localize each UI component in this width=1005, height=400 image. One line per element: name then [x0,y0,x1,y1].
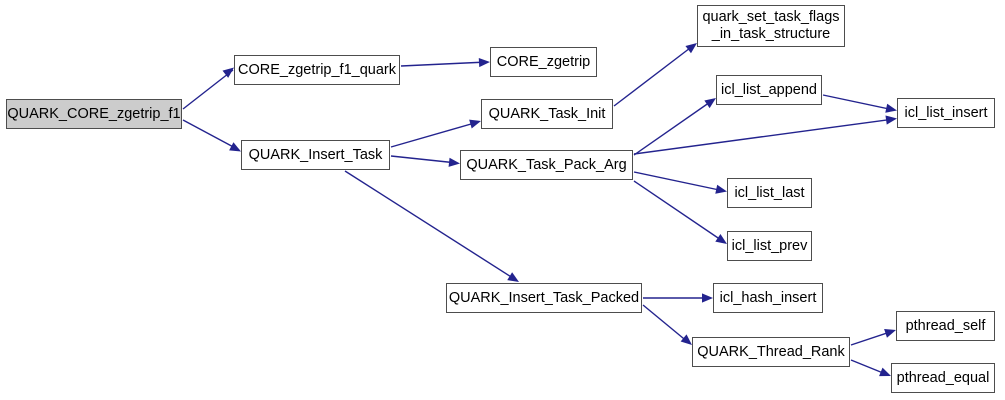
edge-line [390,121,479,148]
graph-node-label: pthread_self [905,317,986,334]
edge-line [344,170,517,281]
graph-node-label: QUARK_CORE_zgetrip_f1 [7,105,181,122]
edge-line [642,304,690,344]
edge-line [850,359,889,376]
edge-line [613,44,695,107]
graph-node-pthread_equal[interactable]: pthread_equal [891,363,995,393]
graph-node-quark_task_pack_arg[interactable]: QUARK_Task_Pack_Arg [460,150,633,180]
graph-node-label: icl_hash_insert [719,289,817,306]
graph-node-label: CORE_zgetrip_f1_quark [238,61,396,78]
edge-line [182,119,240,151]
graph-node-icl_list_append[interactable]: icl_list_append [716,75,822,105]
edge-arrowhead [885,115,897,125]
graph-node-quark_thread_rank[interactable]: QUARK_Thread_Rank [692,337,850,367]
graph-node-quark_task_init[interactable]: QUARK_Task_Init [481,99,613,129]
edge-line [182,69,234,110]
graph-node-label: quark_set_task_flags _in_task_structure [702,9,840,42]
edge-line [633,171,725,192]
edge-line [633,118,895,155]
graph-node-label: icl_list_prev [731,237,808,254]
edge-line [850,330,894,346]
edge-line [633,180,725,243]
edge-line [633,99,714,156]
graph-node-label: QUARK_Task_Pack_Arg [466,156,627,173]
graph-node-label: pthread_equal [896,369,990,386]
edge-line [822,94,895,111]
graph-node-label: QUARK_Thread_Rank [697,343,845,360]
graph-node-label: CORE_zgetrip [496,53,591,70]
graph-node-label: QUARK_Insert_Task [248,146,383,163]
graph-node-icl_list_last[interactable]: icl_list_last [727,178,812,208]
graph-node-quark_core_zgetrip_f1[interactable]: QUARK_CORE_zgetrip_f1 [6,99,182,129]
graph-node-label: icl_list_last [734,184,805,201]
graph-node-label: icl_list_append [721,81,817,98]
edge-arrowhead [702,293,713,303]
graph-node-icl_list_prev[interactable]: icl_list_prev [727,231,812,261]
graph-node-quark_insert_task[interactable]: QUARK_Insert_Task [241,140,390,170]
edge-arrowhead [448,157,460,167]
edge-line [400,61,488,67]
graph-node-label: QUARK_Task_Init [488,105,606,122]
graph-node-quark_insert_task_packed[interactable]: QUARK_Insert_Task_Packed [446,283,642,313]
edge-line [390,155,458,164]
graph-node-pthread_self[interactable]: pthread_self [896,311,995,341]
graph-node-core_zgetrip[interactable]: CORE_zgetrip [490,47,597,77]
graph-node-icl_list_insert[interactable]: icl_list_insert [897,98,995,128]
graph-node-icl_hash_insert[interactable]: icl_hash_insert [713,283,823,313]
graph-node-quark_set_task_flags_in_task_structure[interactable]: quark_set_task_flags _in_task_structure [697,5,845,47]
graph-node-label: icl_list_insert [904,104,988,121]
graph-node-label: QUARK_Insert_Task_Packed [448,289,640,306]
graph-node-core_zgetrip_f1_quark[interactable]: CORE_zgetrip_f1_quark [234,55,400,85]
edge-arrowhead [478,57,490,68]
